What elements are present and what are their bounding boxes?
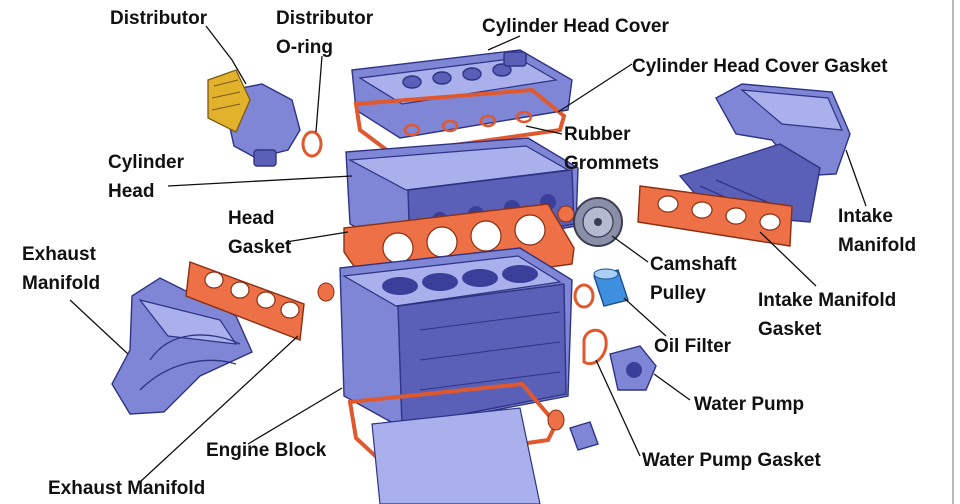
thermostat-housing-part — [569, 421, 599, 451]
label-head-gasket-line1: Head — [228, 208, 275, 229]
leader-lines — [69, 25, 867, 483]
label-cylinder-head-cover-gasket: Cylinder Head Cover Gasket — [632, 56, 888, 77]
label-exhaust-manifold-top-line1: Exhaust — [22, 244, 96, 265]
front-seal-part — [317, 282, 335, 302]
water-pump-part — [609, 345, 657, 391]
oil-pan-part — [347, 381, 559, 504]
label-intake-manifold-gasket-line1: Intake Manifold — [758, 290, 897, 311]
label-distributor: Distributor — [110, 8, 208, 29]
camshaft-pulley-part — [573, 197, 623, 247]
label-intake-manifold-gasket: Intake Manifold Gasket — [758, 286, 896, 344]
label-distributor-oring: Distributor O-ring — [276, 4, 373, 62]
oil-filter-part — [593, 268, 629, 307]
label-rubber-grommets-line2: Grommets — [564, 153, 660, 174]
label-camshaft-pulley-line2: Pulley — [650, 283, 706, 304]
exhaust-manifold-gasket-part — [185, 261, 305, 341]
oil-filter-oring-part — [573, 283, 595, 309]
label-oil-filter: Oil Filter — [654, 336, 732, 357]
intake-manifold-gasket-part — [637, 185, 793, 247]
label-exhaust-manifold-top: Exhaust Manifold — [22, 240, 100, 298]
distributor-part — [207, 69, 301, 167]
label-intake-manifold-line1: Intake — [838, 206, 893, 227]
label-water-pump: Water Pump — [694, 394, 805, 415]
label-cylinder-head-line1: Cylinder — [108, 152, 185, 173]
label-camshaft-pulley-line1: Camshaft — [650, 254, 737, 275]
label-distributor-oring-line1: Distributor — [276, 8, 374, 29]
label-exhaust-manifold-bottom: Exhaust Manifold — [48, 478, 206, 499]
label-rubber-grommets: Rubber Grommets — [564, 120, 659, 178]
label-intake-manifold-line2: Manifold — [838, 235, 917, 256]
label-cylinder-head: Cylinder Head — [108, 148, 184, 206]
label-rubber-grommets-line1: Rubber — [564, 124, 631, 145]
label-intake-manifold: Intake Manifold — [838, 202, 916, 260]
label-water-pump-gasket: Water Pump Gasket — [642, 450, 821, 471]
rear-seal-part — [547, 409, 565, 431]
label-engine-block: Engine Block — [206, 440, 327, 461]
water-pump-gasket-part — [582, 328, 608, 365]
label-head-gasket-line2: Gasket — [228, 237, 292, 258]
label-intake-manifold-gasket-line2: Gasket — [758, 319, 822, 340]
cylinder-head-cover-gasket-part — [353, 87, 567, 157]
label-distributor-oring-line2: O-ring — [276, 37, 333, 58]
label-exhaust-manifold-top-line2: Manifold — [22, 273, 101, 294]
label-head-gasket: Head Gasket — [228, 204, 291, 262]
label-cylinder-head-line2: Head — [108, 181, 155, 202]
distributor-oring-part — [301, 130, 323, 158]
label-camshaft-pulley: Camshaft Pulley — [650, 250, 737, 308]
label-cylinder-head-cover: Cylinder Head Cover — [482, 16, 669, 37]
